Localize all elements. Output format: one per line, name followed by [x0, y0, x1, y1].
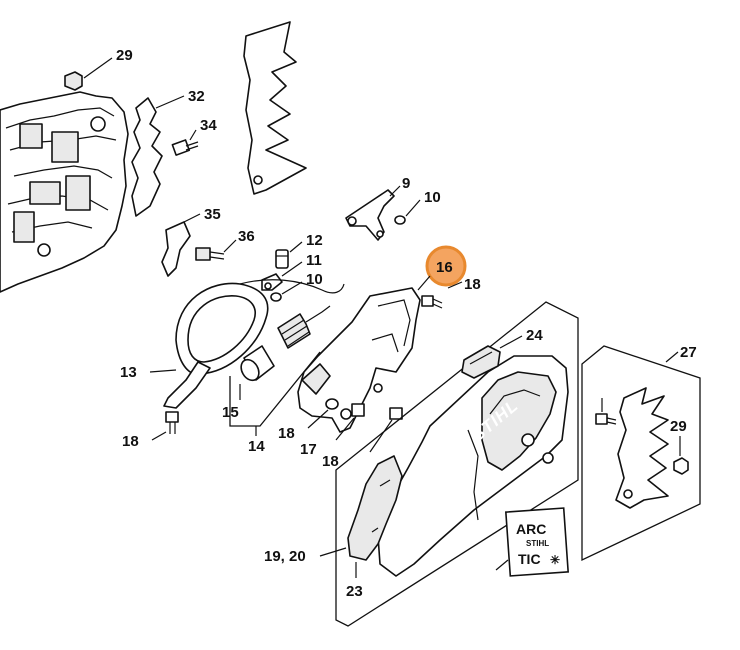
arctic-line-2: STIHL: [526, 539, 549, 548]
callout-23: 23: [346, 583, 363, 600]
part-29-nut[interactable]: [64, 57, 113, 91]
group-27-frame: [581, 345, 701, 562]
callout-34: 34: [200, 117, 217, 134]
part-36-screw[interactable]: [195, 239, 237, 261]
part-screw-right-group[interactable]: [595, 398, 617, 425]
callout-36: 36: [238, 228, 255, 245]
arctic-label: ARC STIHL TIC ✳: [504, 507, 570, 577]
part-10-washer-mid[interactable]: [270, 281, 303, 302]
part-15-sleeve[interactable]: [238, 345, 275, 384]
callout-17: 17: [300, 441, 317, 458]
spiked-bumper-large: [243, 21, 307, 195]
callout-18-mid: 18: [278, 425, 295, 442]
part-19-20-sprocket-cover[interactable]: STIHL: [377, 355, 569, 577]
group-14-frame: [229, 351, 321, 427]
callout-19-20: 19, 20: [264, 548, 306, 565]
callout-29-right: 29: [670, 418, 687, 435]
arctic-line-3: TIC: [518, 551, 541, 567]
callout-29-top: 29: [116, 47, 133, 64]
part-11-link[interactable]: [261, 261, 303, 291]
callout-24: 24: [526, 327, 543, 344]
callout-14: 14: [248, 438, 265, 455]
part-16-callout-highlight[interactable]: [417, 245, 467, 291]
part-29-nut-right[interactable]: [673, 436, 689, 475]
part-35-bracket[interactable]: [161, 213, 201, 277]
engine-housing: [0, 91, 129, 293]
callout-10-mid: 10: [306, 271, 323, 288]
spiked-bumper-right[interactable]: [615, 387, 669, 509]
part-23-side-plate[interactable]: [347, 455, 403, 578]
part-17-pin[interactable]: [307, 398, 339, 429]
part-17-bolt[interactable]: [335, 403, 365, 441]
callout-13: 13: [120, 364, 137, 381]
part-9-lever[interactable]: [345, 185, 401, 241]
callout-18-bottom: 18: [322, 453, 339, 470]
part-10-washer-top[interactable]: [394, 199, 421, 225]
chain-brake-housing[interactable]: [297, 287, 421, 433]
arctic-leader: [495, 559, 509, 571]
arctic-line-1: ARC: [516, 521, 546, 537]
callout-10-top: 10: [424, 189, 441, 206]
callout-12: 12: [306, 232, 323, 249]
snowflake-icon: ✳: [550, 553, 560, 567]
callout-9: 9: [402, 175, 410, 192]
part-spring[interactable]: [277, 305, 331, 349]
part-18-screw-bottom[interactable]: [369, 407, 403, 453]
part-34-screw[interactable]: [171, 129, 199, 156]
highlight-ring: [425, 245, 467, 287]
callout-11: 11: [306, 252, 322, 269]
sprocket-cover-frame: [335, 301, 579, 627]
part-18-screw-left[interactable]: [151, 411, 179, 441]
part-18-screw-right[interactable]: [421, 281, 463, 309]
part-13-brake-band[interactable]: [149, 279, 345, 409]
callout-32: 32: [188, 88, 205, 105]
part-12-pin[interactable]: [275, 241, 303, 269]
callout-15: 15: [222, 404, 239, 421]
part-24-insert[interactable]: [461, 335, 523, 379]
callout-35: 35: [204, 206, 221, 223]
callout-27: 27: [680, 344, 697, 361]
callout-18-right: 18: [464, 276, 481, 293]
callout-18-left: 18: [122, 433, 139, 450]
callout-16: 16: [436, 259, 453, 276]
part-32-bumper-bracket[interactable]: [131, 95, 185, 217]
